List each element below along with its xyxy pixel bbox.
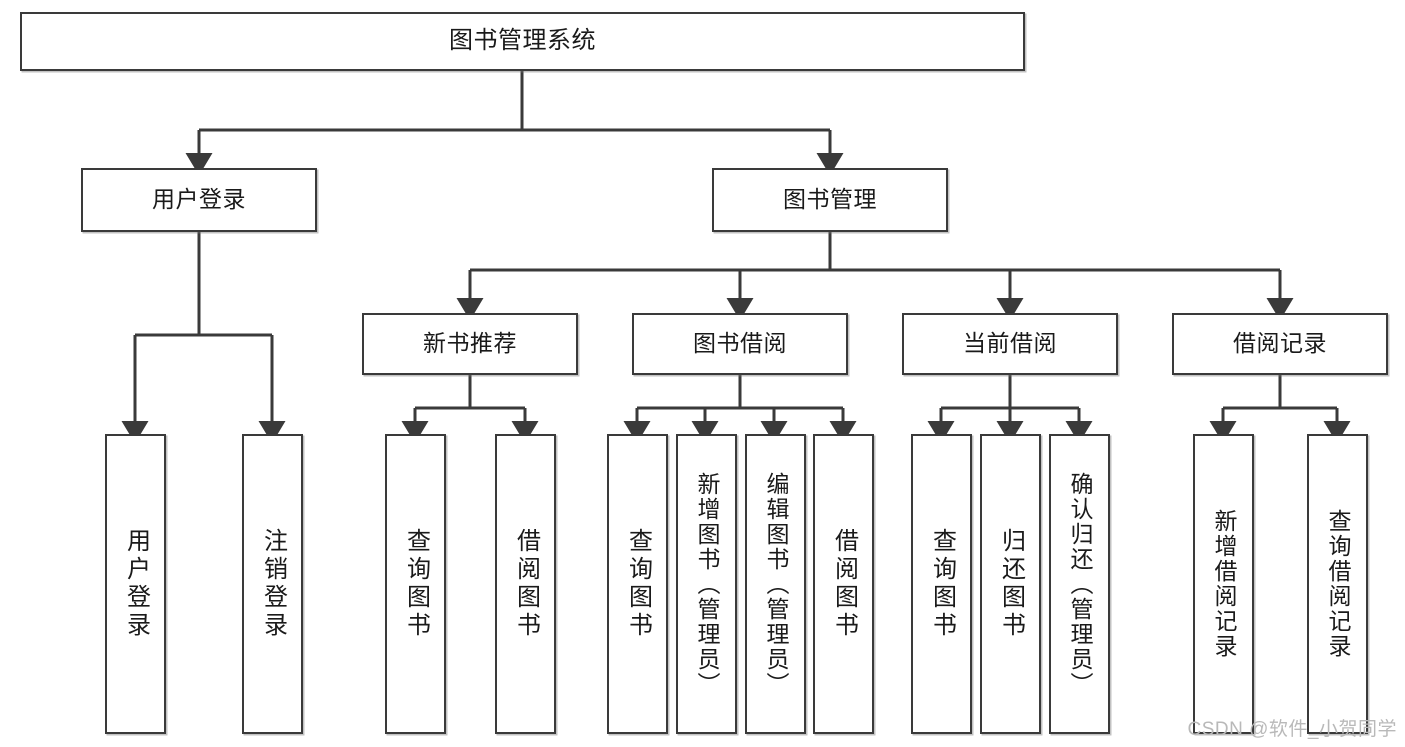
node-root-system[interactable]: 图书管理系统	[20, 12, 1025, 71]
node-label: 注销登录	[259, 528, 287, 640]
node-current-borrow[interactable]: 当前借阅	[902, 313, 1118, 375]
leaf-record-add-record[interactable]: 新增借阅记录	[1193, 434, 1254, 734]
node-label: 新增图书（管理员）	[694, 471, 720, 697]
node-label: 归还图书	[997, 528, 1025, 640]
node-label: 新书推荐	[423, 330, 517, 357]
node-label: 借阅记录	[1233, 330, 1327, 357]
leaf-borrow-edit-book-admin[interactable]: 编辑图书（管理员）	[745, 434, 806, 734]
node-label: 借阅图书	[830, 528, 858, 640]
node-label: 图书借阅	[693, 330, 787, 357]
node-book-borrow[interactable]: 图书借阅	[632, 313, 848, 375]
node-label: 图书管理	[783, 186, 877, 213]
node-label: 确认归还（管理员）	[1067, 471, 1093, 697]
leaf-record-query-record[interactable]: 查询借阅记录	[1307, 434, 1368, 734]
leaf-recommend-query-book[interactable]: 查询图书	[385, 434, 446, 734]
node-label: 查询借阅记录	[1325, 509, 1351, 659]
leaf-current-confirm-return-admin[interactable]: 确认归还（管理员）	[1049, 434, 1110, 734]
node-label: 借阅图书	[512, 528, 540, 640]
leaf-recommend-borrow-book[interactable]: 借阅图书	[495, 434, 556, 734]
leaf-borrow-query-book[interactable]: 查询图书	[607, 434, 668, 734]
node-label: 用户登录	[152, 186, 246, 213]
node-book-management[interactable]: 图书管理	[712, 168, 948, 232]
node-borrow-record[interactable]: 借阅记录	[1172, 313, 1388, 375]
leaf-borrow-add-book-admin[interactable]: 新增图书（管理员）	[676, 434, 737, 734]
node-user-login[interactable]: 用户登录	[81, 168, 317, 232]
node-new-book-recommend[interactable]: 新书推荐	[362, 313, 578, 375]
node-label: 查询图书	[624, 528, 652, 640]
node-label: 图书管理系统	[449, 27, 596, 55]
node-label: 查询图书	[928, 528, 956, 640]
leaf-borrow-borrow-book[interactable]: 借阅图书	[813, 434, 874, 734]
leaf-current-return-book[interactable]: 归还图书	[980, 434, 1041, 734]
csdn-watermark: CSDN @软件_小贺同学	[1187, 719, 1397, 740]
node-label: 当前借阅	[963, 330, 1057, 357]
node-label: 编辑图书（管理员）	[763, 471, 789, 697]
leaf-user-login-login[interactable]: 用户登录	[105, 434, 166, 734]
leaf-user-login-logout[interactable]: 注销登录	[242, 434, 303, 734]
node-label: 用户登录	[122, 528, 150, 640]
leaf-current-query-book[interactable]: 查询图书	[911, 434, 972, 734]
node-label: 新增借阅记录	[1211, 509, 1237, 659]
node-label: 查询图书	[402, 528, 430, 640]
